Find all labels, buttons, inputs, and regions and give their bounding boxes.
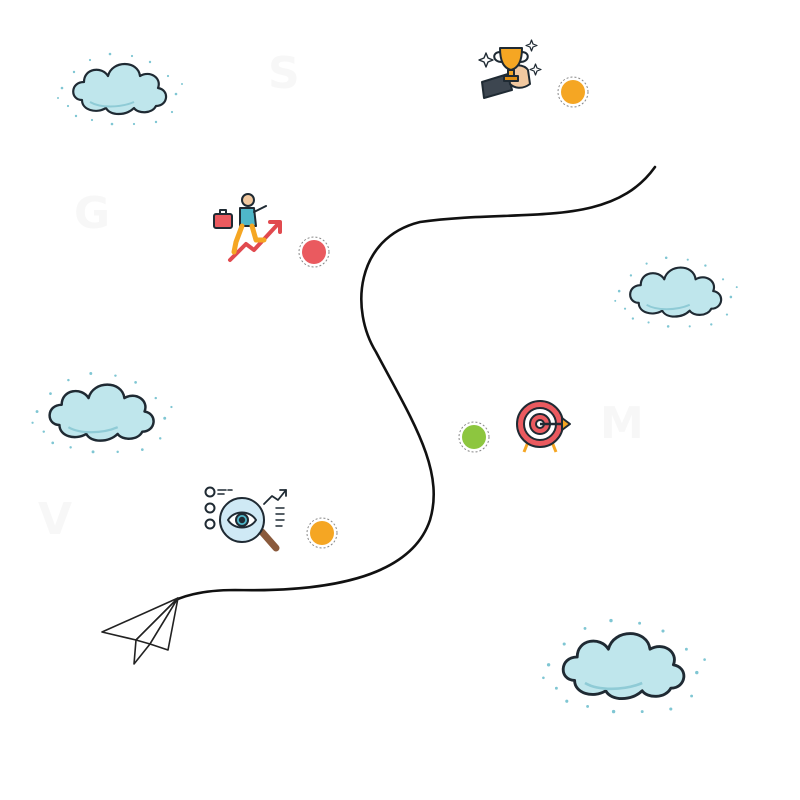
cloud-icon — [613, 255, 739, 329]
vision-magnifier-icon — [204, 486, 287, 552]
milestone-dot-v — [306, 517, 338, 549]
milestone-dot-s — [557, 76, 589, 108]
ghost-letter-v: V — [38, 494, 72, 545]
climbing-growth-icon — [213, 193, 282, 262]
trophy-hand-icon — [478, 39, 542, 99]
milestone-dot-g — [298, 236, 330, 268]
paper-plane-icon — [101, 597, 179, 665]
target-arrow-icon — [516, 400, 571, 453]
ghost-letter-m: M — [600, 398, 644, 449]
cloud-icon — [55, 51, 185, 127]
cloud-icon — [30, 370, 174, 455]
milestone-dot-m — [458, 421, 490, 453]
roadmap-path — [168, 165, 657, 605]
cloud-icon — [540, 617, 708, 715]
ghost-letter-s: S — [268, 48, 300, 99]
ghost-letter-g: G — [74, 188, 110, 239]
